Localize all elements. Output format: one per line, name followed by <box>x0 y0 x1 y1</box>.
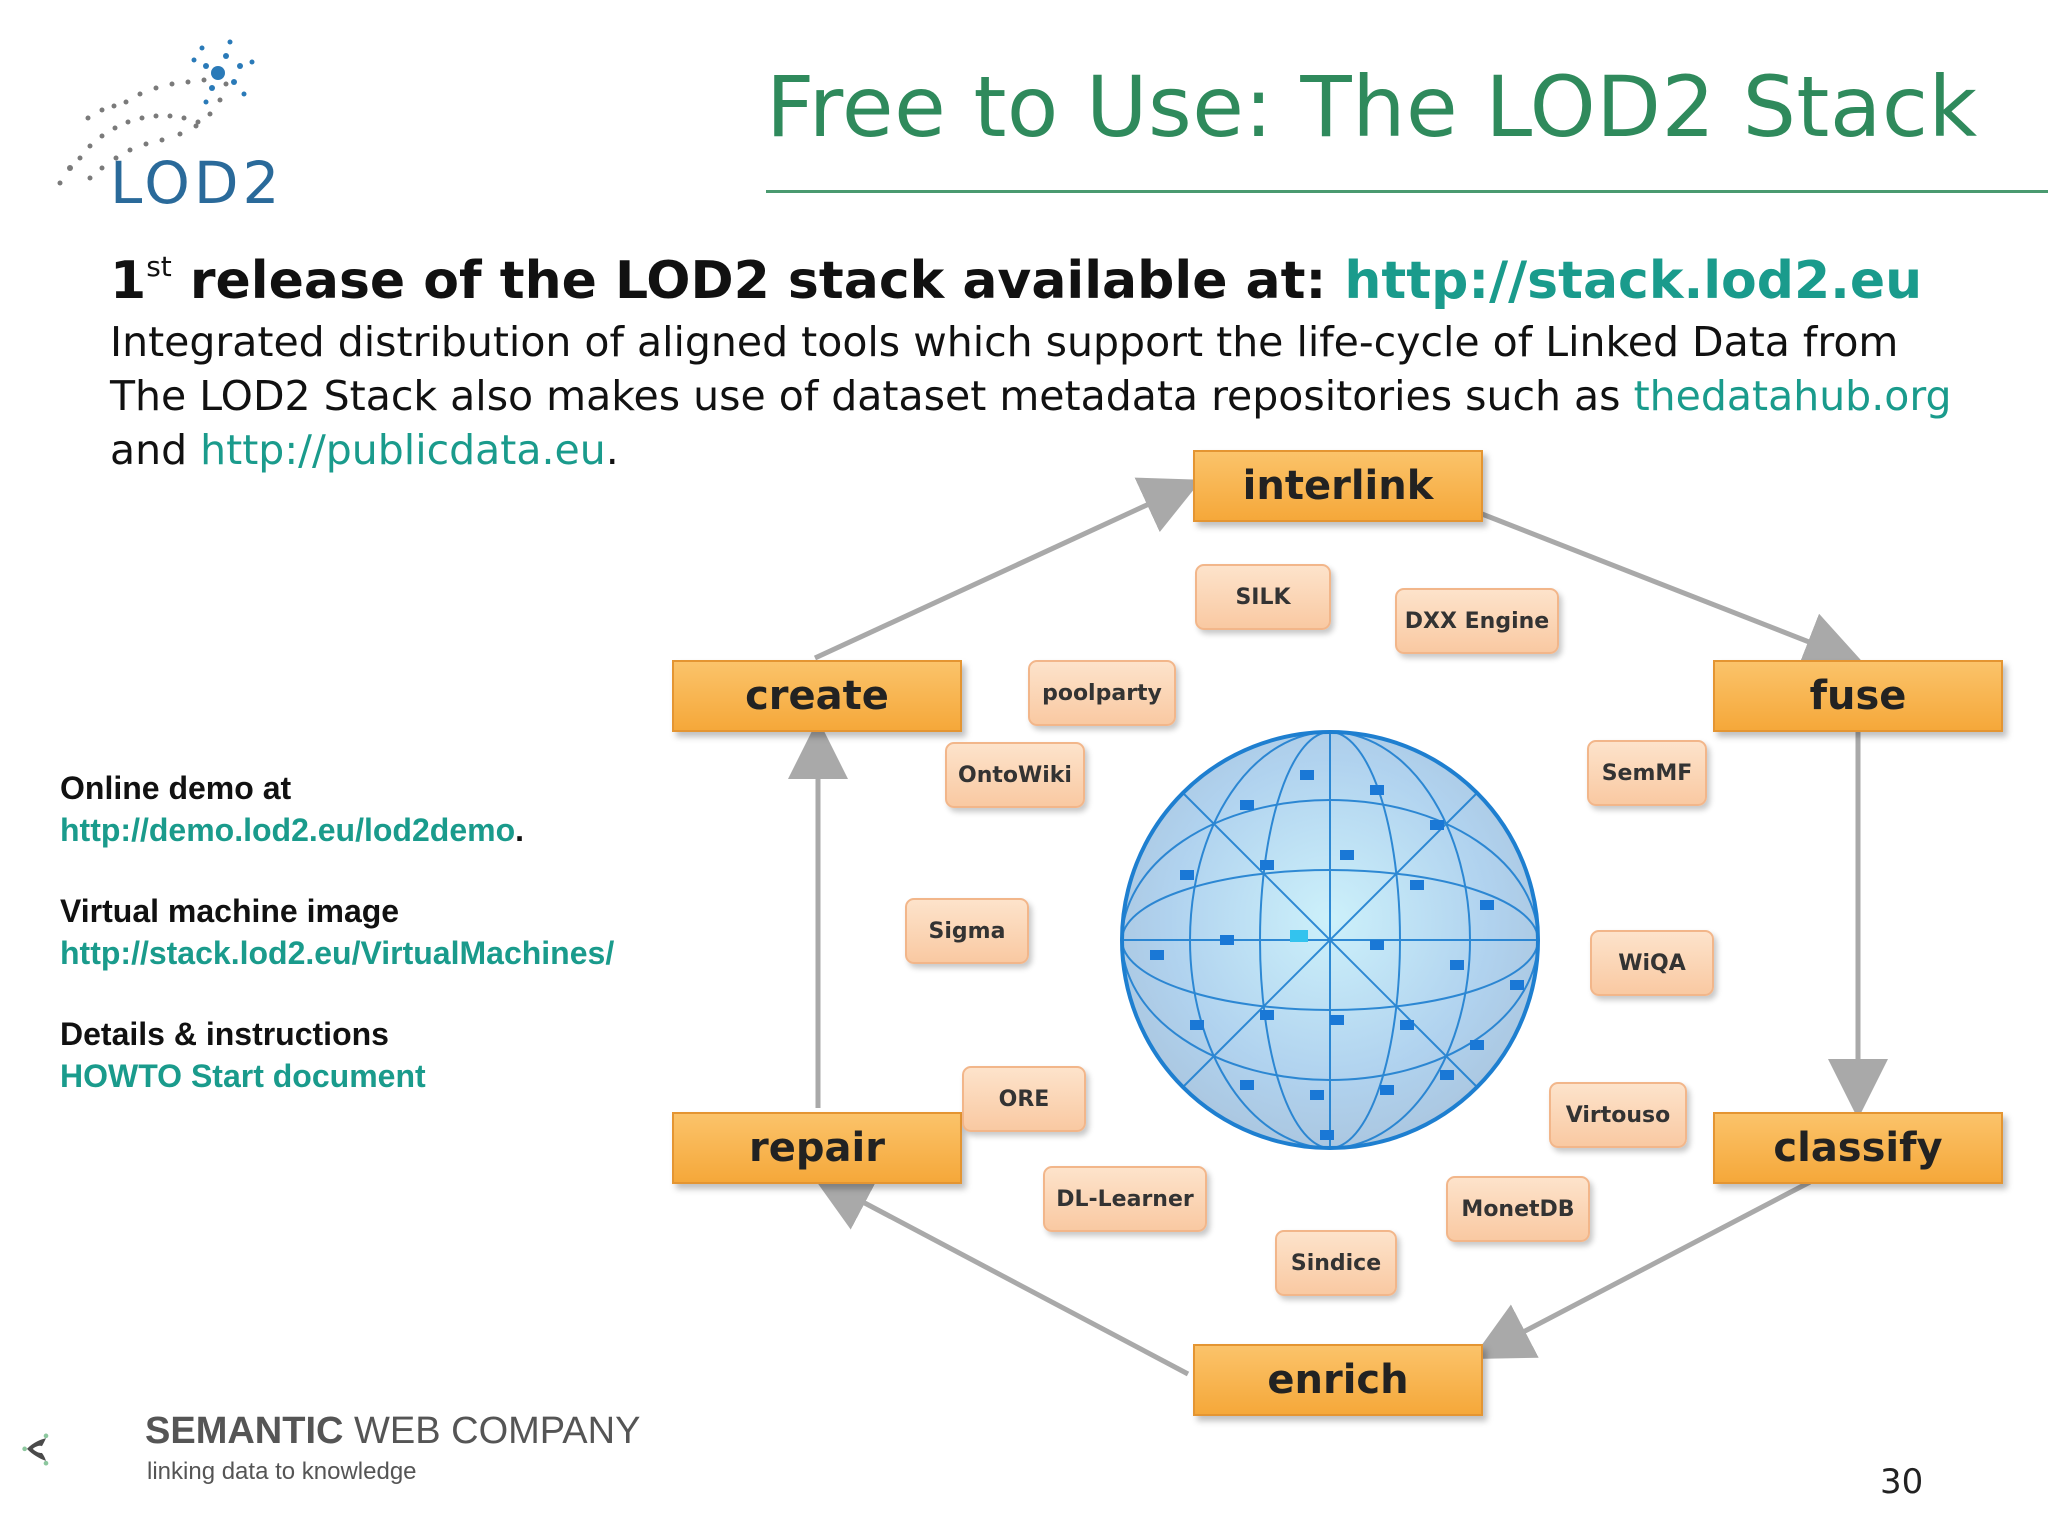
tool-dl-learner: DL-Learner <box>1043 1166 1207 1232</box>
body-line-1: Integrated distribution of aligned tools… <box>110 318 1899 366</box>
note-demo-label: Online demo at <box>60 770 292 806</box>
body-line-3-text: and <box>110 426 201 474</box>
headline-ordinal: st <box>146 250 172 283</box>
tool-ore: ORE <box>962 1066 1086 1132</box>
stage-repair: repair <box>672 1112 962 1184</box>
tool-ontowiki: OntoWiki <box>945 742 1085 808</box>
note-vm-line: http://stack.lod2.eu/VirtualMachines/ <box>60 935 614 972</box>
note-details-label: Details & instructions <box>60 1016 389 1052</box>
body-line-2: The LOD2 Stack also makes use of dataset… <box>110 372 1952 420</box>
page-number: 30 <box>1880 1462 1924 1502</box>
lod2-logo: LOD2 <box>57 39 283 217</box>
arrow-interlink-fuse <box>1481 511 1864 670</box>
tool-dxx-engine: DXX Engine <box>1395 588 1559 654</box>
demo-link[interactable]: http://demo.lod2.eu/lod2demo <box>60 812 516 848</box>
company-tagline: linking data to knowledge <box>147 1458 417 1485</box>
body-line-2-text: The LOD2 Stack also makes use of dataset… <box>110 372 1634 420</box>
body-line-3-end: . <box>605 426 619 474</box>
stage-fuse: fuse <box>1713 660 2003 732</box>
title-divider <box>766 190 2048 193</box>
tool-silk: SILK <box>1195 564 1331 630</box>
note-vm-label: Virtual machine image <box>60 893 400 929</box>
linked-data-sphere-icon <box>1120 730 1540 1150</box>
tool-semmf: SemMF <box>1587 740 1707 806</box>
arrow-classify-enrich <box>1471 1179 1812 1359</box>
datahub-link[interactable]: thedatahub.org <box>1633 372 1952 420</box>
company-name-rest: WEB COMPANY <box>343 1410 641 1452</box>
company-name-bold: SEMANTIC <box>145 1410 344 1452</box>
headline: 1st release of the LOD2 stack available … <box>110 250 1922 311</box>
howto-link[interactable]: HOWTO Start document <box>60 1058 426 1094</box>
svg-text:LOD2: LOD2 <box>110 149 283 217</box>
body-line-3: and http://publicdata.eu. <box>110 426 619 474</box>
tool-monetdb: MonetDB <box>1446 1176 1590 1242</box>
slide-title: Free to Use: The LOD2 Stack <box>766 58 1978 156</box>
semantic-web-company-logo <box>22 1433 49 1466</box>
stage-classify: classify <box>1713 1112 2003 1184</box>
note-details-line: HOWTO Start document <box>60 1058 426 1095</box>
tool-virtouso: Virtouso <box>1549 1082 1687 1148</box>
company-name: SEMANTIC WEB COMPANY <box>145 1410 640 1453</box>
arrow-enrich-repair <box>811 1174 1190 1377</box>
note-demo-line: http://demo.lod2.eu/lod2demo. <box>60 812 524 849</box>
arrow-create-interlink <box>813 477 1202 661</box>
stage-create: create <box>672 660 962 732</box>
stack-link[interactable]: http://stack.lod2.eu <box>1344 251 1923 311</box>
stage-interlink: interlink <box>1193 450 1483 522</box>
headline-number: 1 <box>110 251 147 311</box>
publicdata-link[interactable]: http://publicdata.eu <box>200 426 606 474</box>
headline-text: release of the LOD2 stack available at: <box>171 251 1345 311</box>
tool-wiqa: WiQA <box>1590 930 1714 996</box>
stage-enrich: enrich <box>1193 1344 1483 1416</box>
lifecycle-arrows <box>788 477 1888 1377</box>
demo-suffix: . <box>515 812 524 848</box>
tool-sindice: Sindice <box>1275 1230 1397 1296</box>
lifecycle-diagram: interlink fuse classify enrich repair cr… <box>640 440 2040 1440</box>
vm-link[interactable]: http://stack.lod2.eu/VirtualMachines/ <box>60 935 615 971</box>
tool-sigma: Sigma <box>905 898 1029 964</box>
tool-poolparty: poolparty <box>1028 660 1176 726</box>
